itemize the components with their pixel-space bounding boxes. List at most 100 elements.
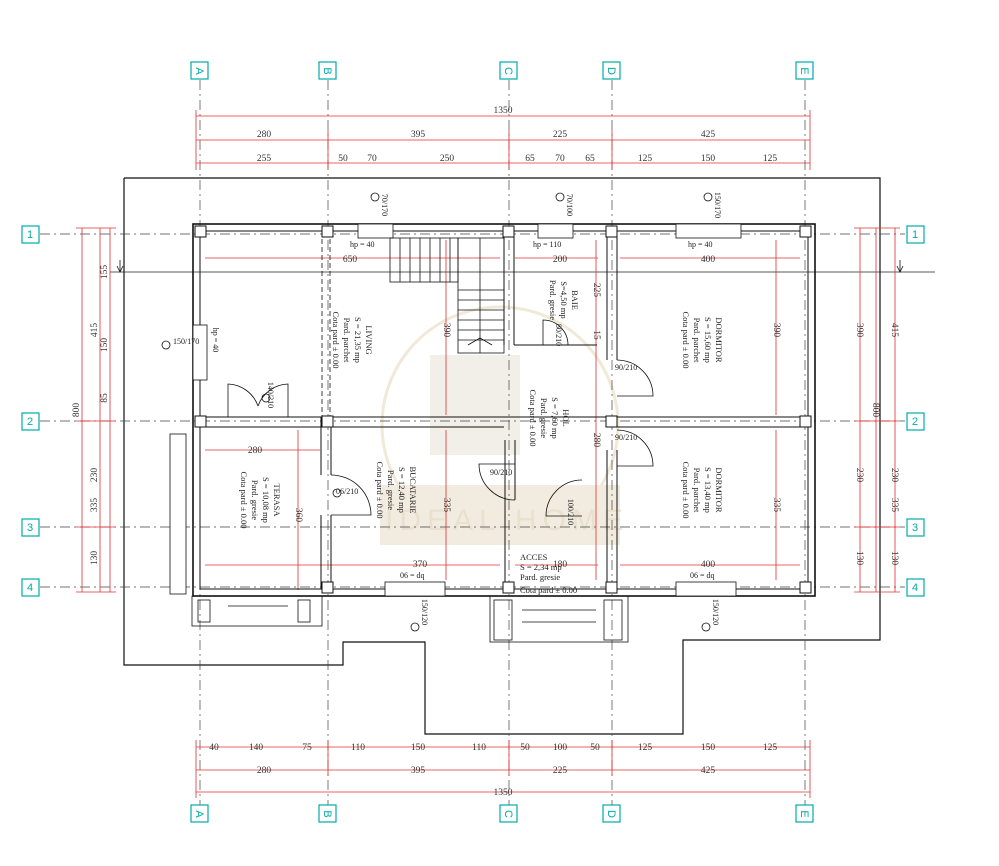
opening-markers: [161, 192, 713, 632]
dim-span-1-bottom: 280: [257, 766, 272, 776]
grid-label-left: 1 2 3 4: [21, 225, 40, 597]
grid-row-3: 3: [27, 522, 33, 534]
dim-bottom-detail: 110: [351, 743, 365, 753]
grid-col-a: A: [193, 67, 205, 75]
staircase: [389, 237, 505, 354]
sill-height-label: hp = 40: [211, 328, 220, 353]
room-living: LIVING S = 21,35 mp Pard. parchet Cota p…: [331, 311, 374, 368]
room-bucatarie-level: Cota pard ± 0.00: [375, 461, 385, 518]
dashed-partition: [321, 231, 331, 417]
inner-dimension: 360: [293, 508, 303, 523]
dim-vertical-span-right: 335: [889, 498, 899, 513]
dim-total-top: 1350: [494, 106, 513, 116]
sill-height-label: hp = 110: [533, 240, 561, 249]
dim-span-3: 225: [553, 130, 568, 140]
grid-label-right: 1 2 3 4: [906, 225, 925, 597]
grid-col-b: B: [321, 67, 333, 74]
inner-dimension: 280: [248, 446, 263, 456]
room-bucatarie-name: BUCATARIE: [408, 466, 418, 513]
dim-top-detail: 50: [338, 154, 348, 164]
window-size-label: 70/100: [565, 194, 574, 216]
room-dormitor-2-level: Cota pard ± 0.00: [681, 461, 691, 518]
dim-span-1: 280: [257, 130, 272, 140]
dim-vertical-span: 230: [90, 468, 100, 483]
dim-bottom-detail: 50: [520, 743, 530, 753]
dim-span-3-bottom: 225: [553, 766, 568, 776]
room-bucatarie-floor: Pard. gresie: [386, 470, 396, 510]
window-size-label: 150/170: [713, 192, 722, 218]
inner-dimension: 650: [343, 255, 358, 265]
dim-bottom-detail: 75: [302, 743, 312, 753]
room-dormitor-2-area: S = 13,40 mp: [703, 467, 713, 513]
dimension-lines: [81, 115, 896, 793]
grid-col-c-bottom: C: [502, 810, 514, 818]
grid-col-c: C: [502, 67, 514, 75]
dim-bottom-detail: 40: [209, 743, 219, 753]
dim-vertical-span-right: 415: [889, 323, 899, 338]
room-acces-level: Cota pard ± 0.00: [520, 585, 577, 595]
terrace-and-steps: [191, 595, 629, 643]
dim-top-detail: 65: [585, 154, 595, 164]
dim-vertical-left-detail: 85: [100, 393, 110, 403]
window-code-label: 06 = dq: [690, 571, 715, 580]
room-living-area: S = 21,35 mp: [353, 317, 363, 363]
room-living-name: LIVING: [364, 325, 374, 354]
watermark: IDEAL HOME: [380, 305, 629, 545]
inner-dimension: 280: [591, 433, 601, 448]
door-size-label: 90/210: [615, 363, 637, 372]
grid-row-2: 2: [27, 416, 33, 428]
dim-bottom-detail: 140: [249, 743, 264, 753]
room-dormitor-2-floor: Pard. parchet: [692, 468, 702, 513]
room-baie-name: BAIE: [570, 290, 580, 310]
grid-row-1-right: 1: [912, 229, 918, 241]
room-acces-name: ACCES: [520, 552, 548, 562]
grid-col-e-bottom: E: [798, 810, 810, 817]
dim-total-bottom: 1350: [494, 788, 513, 798]
grid-label-top: A B C D E: [190, 61, 814, 80]
dim-vertical-right-detail: 130: [854, 551, 864, 566]
room-dormitor-1-floor: Pard. parchet: [692, 318, 702, 363]
room-hol-name: HOL: [561, 409, 571, 426]
dim-vertical-span-right: 230: [889, 468, 899, 483]
dim-top-detail: 70: [555, 154, 565, 164]
room-terasa-name: TERASA: [272, 483, 282, 517]
room-terasa: TERASA S = 10,08 mp Pard. gresie Cota pa…: [239, 471, 282, 528]
dim-bottom-detail: 125: [638, 743, 653, 753]
dim-bottom-detail: 50: [590, 743, 600, 753]
dim-top-detail: 125: [638, 154, 653, 164]
room-dormitor-1: DORMITOR S = 15,60 mp Pard. parchet Cota…: [681, 311, 724, 368]
grid-col-a-bottom: A: [193, 810, 205, 818]
door-size-label: 140/210: [266, 382, 275, 408]
room-hol: HOL S = 7,60 mp Pard. gresie Cota pard ±…: [528, 389, 571, 446]
site-outline: [123, 177, 881, 735]
inner-dimension: 370: [413, 560, 428, 570]
inner-dimension: 225: [591, 283, 601, 298]
room-acces-floor: Pard. gresie: [520, 572, 560, 582]
room-dormitor-2: DORMITOR S = 13,40 mp Pard. parchet Cota…: [681, 461, 724, 518]
window-size-label: 150/120: [711, 599, 720, 625]
grid-row-2-right: 2: [912, 416, 918, 428]
room-hol-floor: Pard. gresie: [539, 398, 549, 438]
room-hol-area: S = 7,60 mp: [550, 397, 560, 439]
dimension-ticks: [76, 110, 900, 798]
room-baie: BAIE S=4,50 mp Pard. gresie: [548, 280, 580, 320]
grid-col-d: D: [605, 67, 617, 75]
window-size-label: 70/170: [380, 194, 389, 216]
inner-dimension: 200: [553, 255, 568, 265]
dim-vertical-span: 130: [90, 551, 100, 566]
dim-top-detail: 150: [701, 154, 716, 164]
door-size-label: 90/210: [615, 433, 637, 442]
dim-top-detail: 125: [763, 154, 778, 164]
grid-row-4-right: 4: [912, 582, 918, 594]
room-dormitor-1-area: S = 15,60 mp: [703, 317, 713, 363]
inner-dimension: 390: [441, 323, 451, 338]
watermark-text: IDEAL HOME: [385, 504, 629, 537]
window-code-label: 06 = dq: [400, 571, 425, 580]
inner-dimension: 400: [701, 255, 716, 265]
grid-row-1: 1: [27, 229, 33, 241]
dim-bottom-detail: 100: [553, 743, 568, 753]
dim-bottom-detail: 125: [763, 743, 778, 753]
room-bucatarie: BUCATARIE S = 12,40 mp Pard. gresie Cota…: [375, 461, 418, 518]
inner-dimension: 390: [771, 323, 781, 338]
